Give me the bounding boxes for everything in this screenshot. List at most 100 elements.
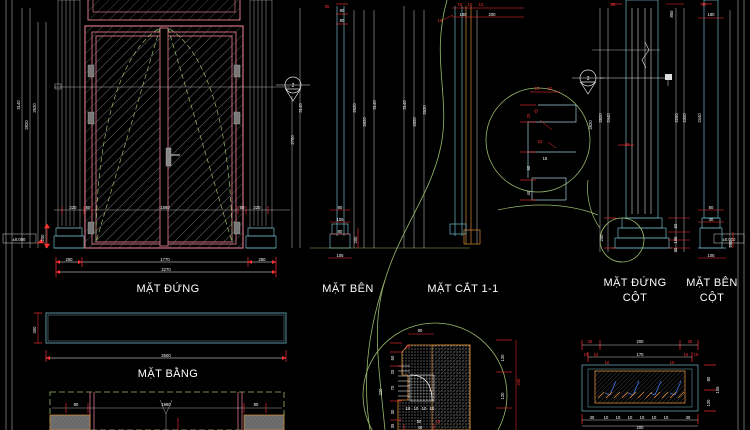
dim-cs-180: 180 (708, 12, 716, 17)
side-bottom-dims: 80 105 80 200 105 (328, 205, 359, 259)
elevation-left-pilaster (53, 0, 85, 249)
view-plan: 300 2500 MẶT BẰNG (32, 312, 287, 430)
dim-side-2820: 2820 (362, 117, 367, 127)
dim-col-30: 30 (611, 2, 616, 7)
detail-bc-small-dims: 10 10 10 10 (406, 406, 435, 411)
elevation-swing-arcs (95, 27, 233, 243)
column-leader (600, 74, 672, 86)
svg-text:10: 10 (664, 415, 669, 420)
dim-sec-15b: 15 (438, 18, 443, 23)
detail-br-rebar (604, 380, 682, 396)
detail-bc-right-dims: 120 240 120 (496, 339, 521, 430)
elevation-axis-lines (54, 83, 290, 90)
dim-cs-30b: 30 (709, 217, 714, 222)
dim-dc-60: 60 (526, 165, 531, 170)
dim-br-170: 170 (637, 352, 645, 357)
dim-80-right: 80 (240, 205, 245, 210)
dim-side-2620b: 2620 (422, 105, 427, 115)
detail-bc-solid (431, 344, 471, 430)
dim-col-2440: 2440 (606, 113, 611, 123)
section-marker-2[interactable]: 2 (276, 76, 310, 102)
column-elev-dims: 30 850 2820 2440 2250 2320 20 200 60 105… (598, 2, 690, 252)
leader-curve-main (376, 0, 448, 430)
dim-br-30b: 30 (686, 415, 691, 420)
dim-220-left: 220 (70, 205, 78, 210)
dim-dc-15: 15 (535, 86, 540, 91)
dim-bc-15: 15 (436, 419, 441, 424)
dim-sec-2820: 2820 (588, 120, 593, 130)
level-mark-right: ±0.000 (713, 233, 745, 244)
label-section-1-1: MẶT CẮT 1-1 (427, 282, 498, 295)
detail-br-dims: 25 200 25 15 15 10 170 15 15 10 80 105 1… (581, 339, 720, 430)
dim-side-80d: 80 (338, 229, 343, 234)
dim-col-2320: 2320 (682, 113, 687, 123)
dim-sec-200: 200 (489, 12, 497, 17)
plan-dims: 300 2500 (32, 312, 287, 362)
dim-bc-90: 90 (418, 328, 423, 333)
elevation-bottom-dims: 250 1770 250 2270 (55, 257, 277, 277)
column-detail-circle (599, 217, 645, 263)
column-side-shaft (698, 0, 726, 249)
level-mark-right-text: ±0.000 (723, 237, 736, 242)
dim-220-right: 220 (254, 205, 262, 210)
dim-br-15b: 15 (594, 352, 599, 357)
section-top-dims: 15 10 10 180 200 15 (438, 2, 524, 23)
detail-br-outer (581, 364, 699, 412)
column-detail-leader (587, 179, 601, 229)
dim-side-200: 200 (353, 236, 358, 244)
dim-3140-left: 3140 (16, 100, 21, 110)
section-base-block (449, 223, 467, 235)
dim-bc-10a: 10 (406, 406, 411, 411)
dim-dc-15c: 15 (538, 139, 543, 144)
dim-bc-25: 25 (406, 344, 411, 349)
dim-1770: 1770 (160, 257, 170, 262)
section-marker-3-text: 3 (587, 76, 590, 82)
detail-bottom-right: 25 200 25 15 15 10 170 15 15 10 80 105 1… (581, 339, 720, 430)
dim-sec-180: 180 (460, 12, 468, 17)
dim-br-120: 120 (706, 399, 711, 407)
elevation-hinges (87, 64, 241, 235)
detail-bc-arc (409, 374, 433, 402)
dim-plan-300: 300 (32, 326, 37, 334)
dim-bc-320: 320 (378, 388, 383, 396)
dim-plan-2500: 2500 (161, 353, 171, 358)
level-mark-left: ±0.000 (2, 233, 45, 244)
dim-bc-50: 50 (390, 355, 395, 360)
dim-br-10a: 10 (605, 360, 610, 365)
dim-cs-200: 200 (728, 240, 733, 248)
dim-side-105b: 105 (337, 253, 345, 258)
label-column-elev: MẶT ĐỨNG (603, 276, 666, 289)
dim-bc-120b: 120 (500, 392, 505, 400)
dim-bc-10c: 10 (422, 406, 427, 411)
dim-250-right: 250 (259, 257, 267, 262)
leader-curve-detail (497, 204, 599, 216)
section-marker-2-text: 2 (292, 83, 295, 89)
dim-side-35: 35 (325, 4, 330, 9)
elevation-transom (87, 0, 241, 21)
dim-bc-10d: 10 (430, 406, 435, 411)
dim-col-60: 60 (673, 223, 678, 228)
level-mark-left-text: ±0.000 (13, 237, 26, 242)
dim-col-20: 20 (625, 142, 630, 147)
dim-bc-30: 30 (390, 409, 395, 414)
dim-1880: 1880 (160, 205, 170, 210)
dim-col-30b: 30 (673, 247, 678, 252)
dim-br-200b: 200 (637, 425, 645, 430)
dim-col-850: 850 (669, 10, 674, 18)
section-marker-3[interactable]: 3 (572, 69, 604, 95)
dim-250-left: 250 (66, 257, 74, 262)
dim-dc-15b: 15 (532, 107, 539, 114)
dim-side-2620: 2620 (352, 103, 357, 113)
dim-col-105: 105 (673, 236, 678, 244)
dim-col-2250: 2250 (674, 113, 679, 123)
dim-br-15a: 15 (584, 352, 589, 357)
dim-cs-30: 30 (702, 2, 707, 7)
view-column-elevation: 3 30 850 2820 2440 2250 2320 20 (572, 0, 690, 304)
detail-br-base-hatch (597, 391, 685, 399)
dim-80-left: 80 (86, 205, 91, 210)
dim-bc-35: 35 (390, 423, 395, 428)
dim-plinth-200: 200 (40, 234, 45, 242)
svg-text:10: 10 (604, 415, 609, 420)
dim-br-15d: 15 (694, 352, 699, 357)
dim-sec-10a: 10 (468, 2, 473, 7)
